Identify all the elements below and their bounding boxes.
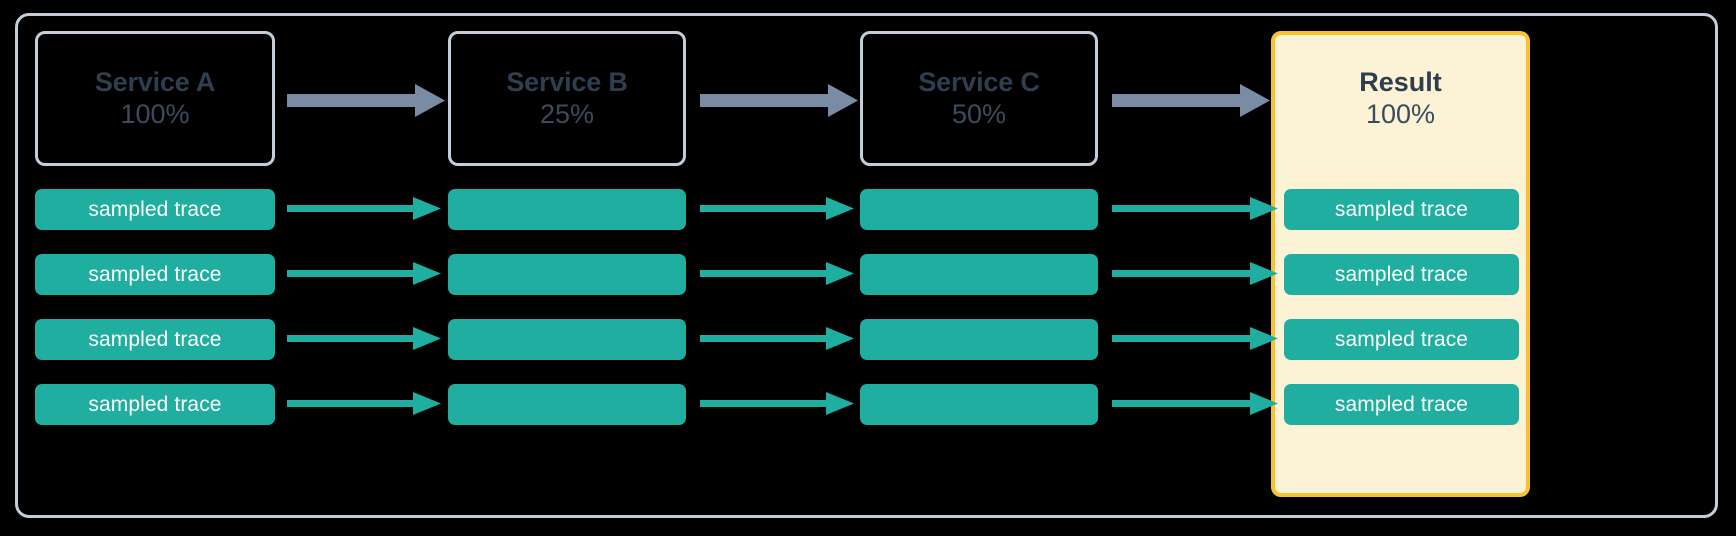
- trace-bar-a-4[interactable]: sampled trace: [35, 384, 275, 425]
- diagram-frame: [15, 13, 1718, 518]
- node-service-c-title: Service C: [918, 66, 1040, 97]
- node-service-b-percent: 25%: [539, 98, 595, 129]
- trace-bar-result-2[interactable]: sampled trace: [1284, 254, 1519, 295]
- trace-bar-a-3[interactable]: sampled trace: [35, 319, 275, 360]
- node-service-b[interactable]: Service B 25%: [448, 31, 686, 166]
- node-service-b-title: Service B: [506, 66, 628, 97]
- node-service-a-title: Service A: [94, 66, 216, 97]
- trace-bar-b-2[interactable]: [448, 254, 686, 295]
- trace-bar-c-2[interactable]: [860, 254, 1098, 295]
- trace-bar-result-4[interactable]: sampled trace: [1284, 384, 1519, 425]
- trace-bar-a-2[interactable]: sampled trace: [35, 254, 275, 295]
- trace-bar-a-1[interactable]: sampled trace: [35, 189, 275, 230]
- trace-bar-c-4[interactable]: [860, 384, 1098, 425]
- node-service-a-percent: 100%: [120, 98, 190, 129]
- trace-bar-b-4[interactable]: [448, 384, 686, 425]
- trace-bar-c-1[interactable]: [860, 189, 1098, 230]
- node-service-a[interactable]: Service A 100%: [35, 31, 275, 166]
- node-service-c-percent: 50%: [951, 98, 1007, 129]
- trace-bar-b-3[interactable]: [448, 319, 686, 360]
- trace-bar-result-1[interactable]: sampled trace: [1284, 189, 1519, 230]
- trace-bar-c-3[interactable]: [860, 319, 1098, 360]
- trace-bar-b-1[interactable]: [448, 189, 686, 230]
- trace-bar-result-3[interactable]: sampled trace: [1284, 319, 1519, 360]
- node-service-c[interactable]: Service C 50%: [860, 31, 1098, 166]
